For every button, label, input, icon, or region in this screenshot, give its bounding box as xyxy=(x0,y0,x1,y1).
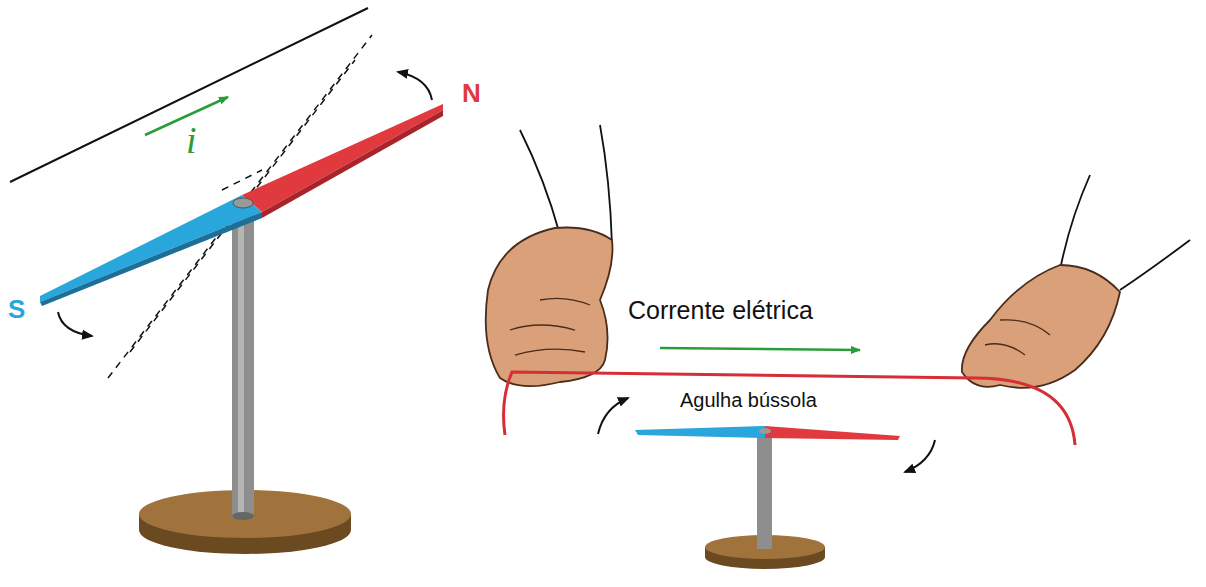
needle-label: Agulha bússola xyxy=(680,390,817,410)
pivot xyxy=(233,198,253,208)
hand xyxy=(962,265,1120,388)
arm xyxy=(520,130,560,235)
wire xyxy=(504,372,1075,445)
needle-south xyxy=(40,212,262,306)
dashed-line xyxy=(222,170,262,190)
pole-label: N xyxy=(462,80,481,106)
current-arrow xyxy=(660,348,860,350)
needle-north xyxy=(765,426,900,440)
rotation-arrow xyxy=(58,312,92,336)
rotation-arrow xyxy=(398,72,432,100)
hand xyxy=(486,228,613,387)
pole xyxy=(757,437,772,549)
needle-south xyxy=(635,426,765,438)
pole xyxy=(238,210,244,518)
arm xyxy=(1060,175,1090,270)
hand xyxy=(985,320,1050,355)
rotation-arrow xyxy=(905,440,935,472)
current-label: Corrente elétrica xyxy=(628,298,813,323)
wire xyxy=(10,8,368,182)
arm xyxy=(1120,240,1190,290)
pole xyxy=(232,512,254,520)
pivot xyxy=(759,428,771,434)
pole xyxy=(232,210,254,518)
needle-north xyxy=(262,110,443,218)
needle-south xyxy=(40,195,262,302)
pole-label: S xyxy=(8,296,25,322)
arm xyxy=(600,125,612,245)
needle-north xyxy=(242,104,443,212)
hand xyxy=(510,298,590,355)
rotation-arrow xyxy=(598,398,628,434)
current-symbol: i xyxy=(186,121,197,159)
